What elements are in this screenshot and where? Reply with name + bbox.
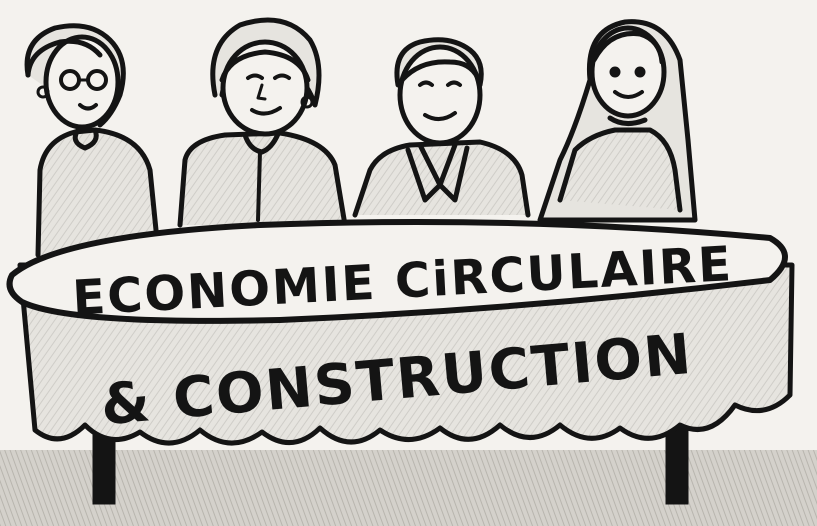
floor-shade: [0, 450, 817, 526]
person-4-face: [589, 25, 667, 119]
person-1-face: [43, 34, 121, 130]
person-2-body: [177, 130, 348, 228]
person-3-face: [397, 44, 483, 146]
person-1: [24, 23, 161, 258]
person-4: [537, 19, 698, 223]
person-3: [352, 37, 531, 218]
person-2-face: [220, 39, 310, 137]
table-top-banner: [6, 218, 788, 324]
person-2: [177, 17, 348, 228]
table-legs: [92, 427, 689, 505]
person-4-body: [557, 127, 683, 213]
